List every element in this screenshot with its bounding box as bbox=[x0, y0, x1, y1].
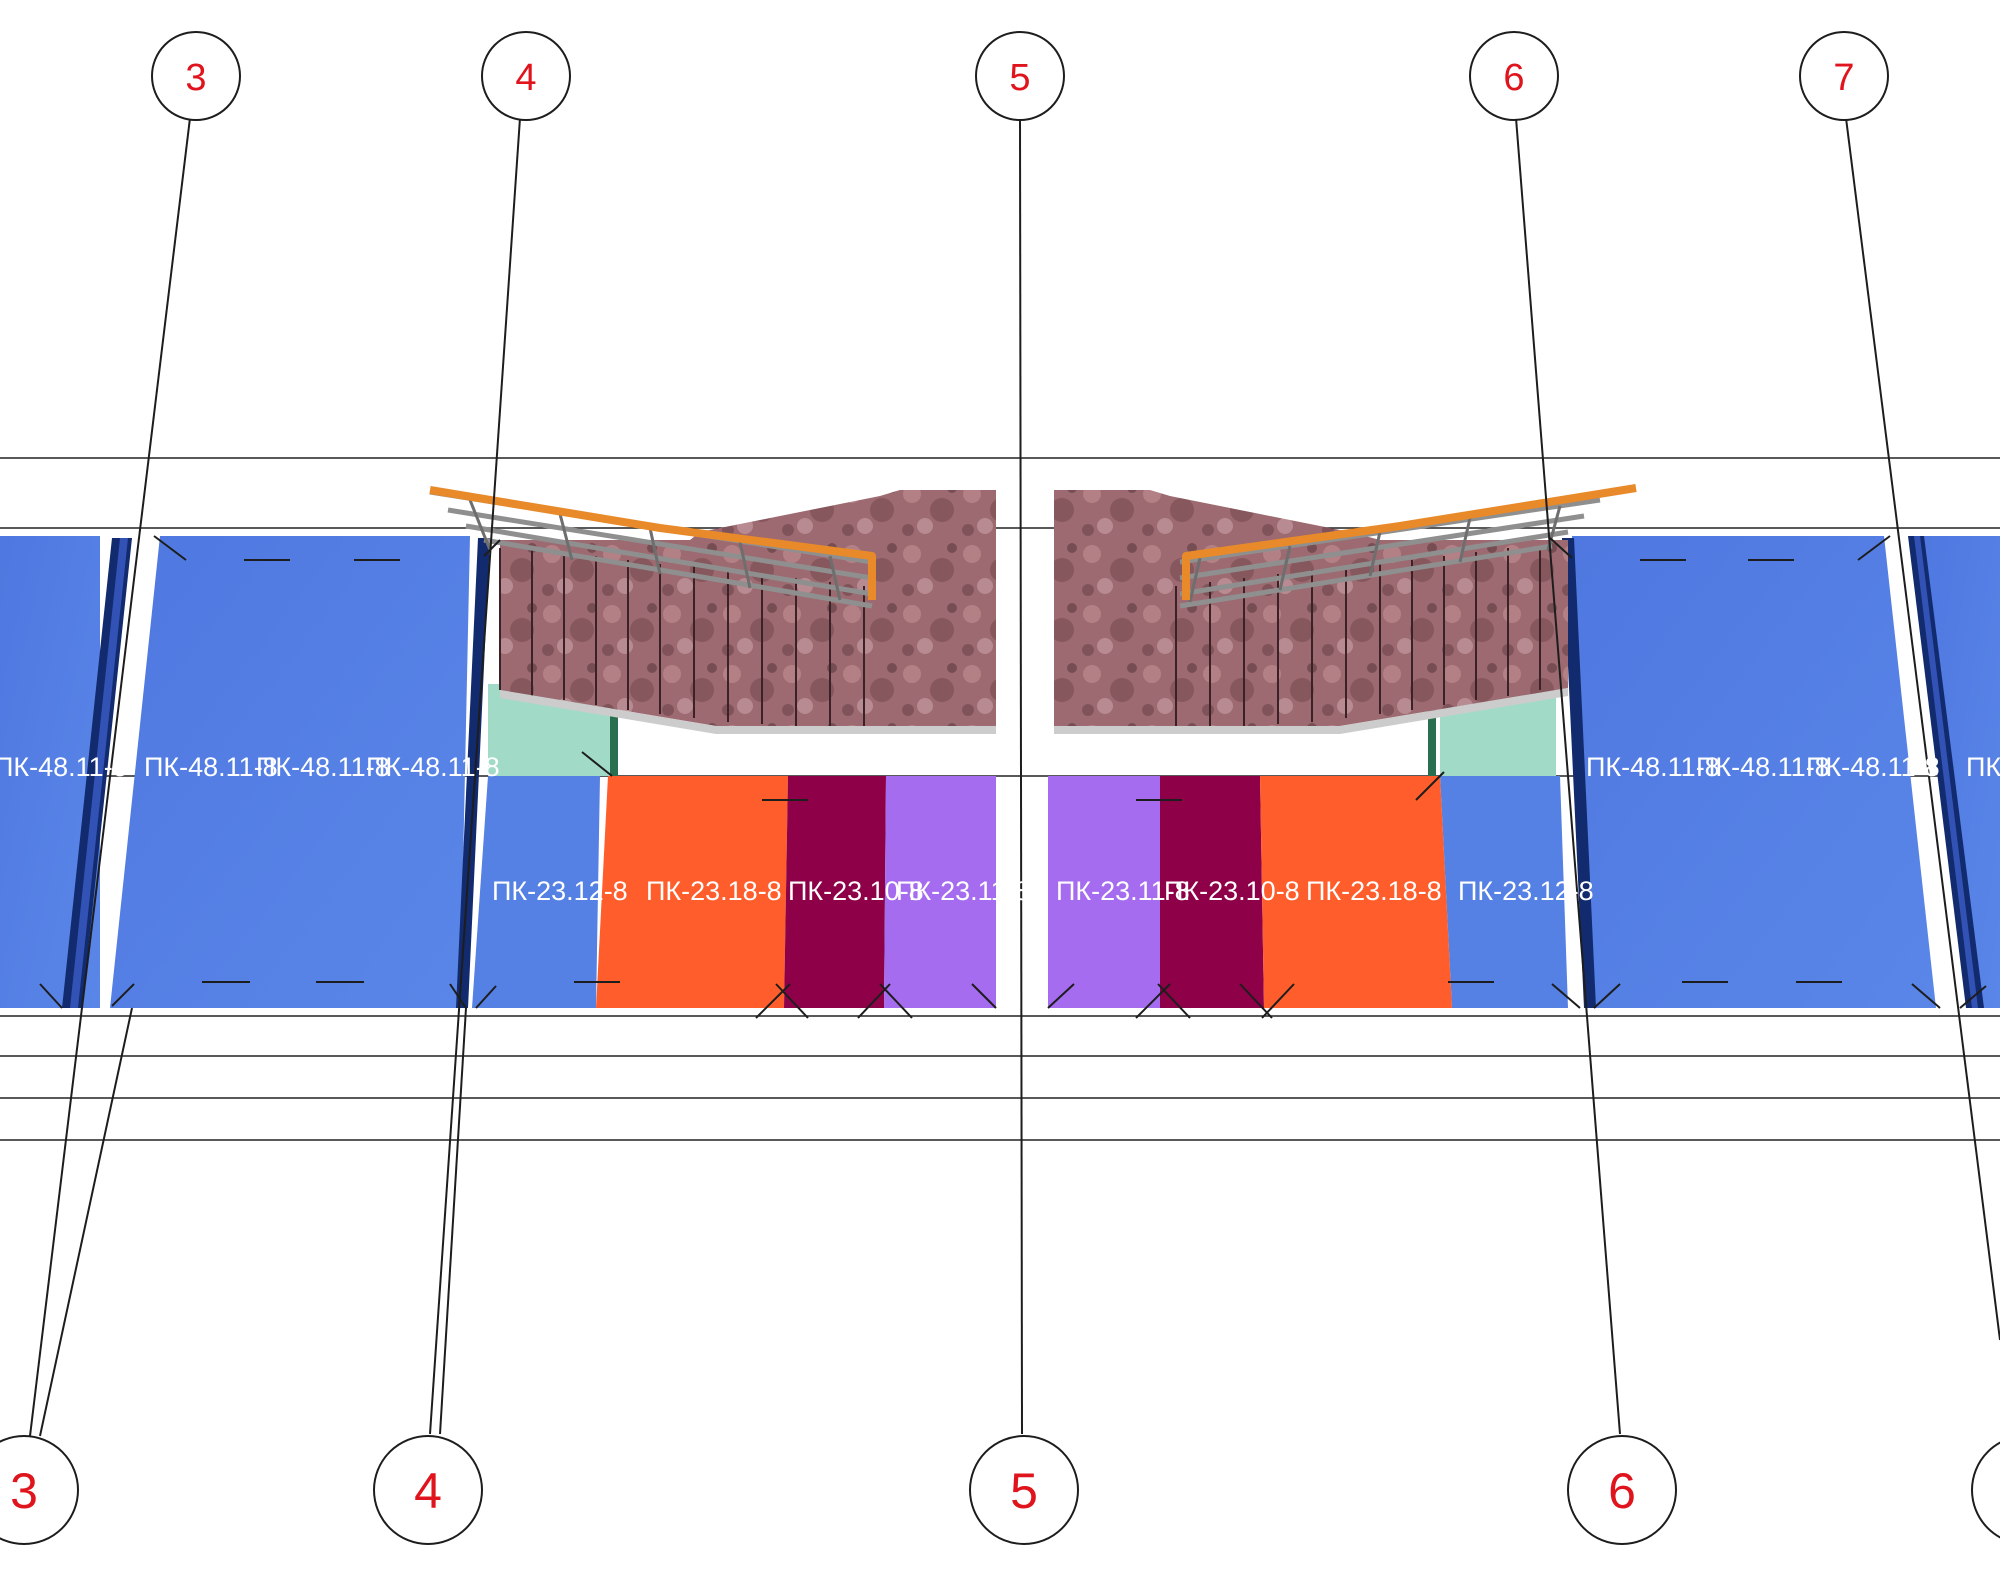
label-left-partial: ПК-48.11-8 bbox=[0, 752, 128, 782]
label-left-stair-1: ПК-23.12-8 bbox=[492, 876, 628, 906]
slab-right-partial bbox=[1922, 536, 2000, 1008]
edge-beams bbox=[62, 536, 1984, 1008]
slabs-stair-right bbox=[1048, 776, 1452, 1008]
slab-orange-right bbox=[1260, 776, 1452, 1008]
axis-bubble-bottom-6: 6 bbox=[1567, 1435, 1677, 1545]
slab-maroon-left bbox=[784, 776, 886, 1008]
axis-bubble-top-3: 3 bbox=[151, 31, 241, 121]
svg-text:5: 5 bbox=[1009, 57, 1030, 99]
svg-text:3: 3 bbox=[10, 1463, 38, 1519]
axis-bubble-bottom-5: 5 bbox=[969, 1435, 1079, 1545]
label-left-bay-2: ПК-48.11-8 bbox=[256, 752, 390, 782]
slab-maroon-right bbox=[1160, 776, 1264, 1008]
svg-text:7: 7 bbox=[1833, 57, 1854, 99]
svg-text:6: 6 bbox=[1503, 57, 1524, 99]
label-right-bay-3: ПК-48.11-8 bbox=[1806, 752, 1940, 782]
slab-stair-left-end bbox=[472, 776, 600, 1008]
label-right-stair-3: ПК-23.18-8 bbox=[1306, 876, 1442, 906]
handrail-left bbox=[429, 486, 876, 609]
label-right-bay-1: ПК-48.11-8 bbox=[1586, 752, 1720, 782]
axis-bubble-bottom-3: 3 bbox=[0, 1435, 79, 1545]
label-left-stair-2: ПК-23.18-8 bbox=[646, 876, 782, 906]
slab-left-bay bbox=[110, 536, 470, 1008]
axis-bubble-top-5: 5 bbox=[975, 31, 1065, 121]
label-right-stair-1: ПК-23.11-8 bbox=[1056, 876, 1190, 906]
axis-bubble-top-7: 7 bbox=[1799, 31, 1889, 121]
label-left-bay-3: ПК-48.11-8 bbox=[366, 752, 500, 782]
slab-labels: ПК-48.11-8 ПК-48.11-8 ПК-48.11-8 ПК-48.1… bbox=[0, 752, 2000, 906]
label-right-partial: ПК-48.11-8 bbox=[1966, 752, 2000, 782]
axis-bubble-top-6: 6 bbox=[1469, 31, 1559, 121]
dash-marks bbox=[39, 535, 1987, 1019]
slab-violet-right bbox=[1048, 776, 1160, 1008]
axis-bubble-bottom-7 bbox=[1971, 1441, 2000, 1539]
label-left-bay-1: ПК-48.11-8 bbox=[144, 752, 278, 782]
slabs-stair-left bbox=[596, 776, 996, 1008]
svg-text:3: 3 bbox=[185, 57, 206, 99]
slab-orange-left bbox=[596, 776, 788, 1008]
slab-violet-left bbox=[884, 776, 996, 1008]
slab-right-bay bbox=[1572, 536, 1936, 1008]
axis-bubbles-bottom: 3 4 5 6 bbox=[0, 1435, 2000, 1545]
label-right-stair-2: ПК-23.10-8 bbox=[1164, 876, 1300, 906]
label-left-stair-3: ПК-23.10-8 bbox=[788, 876, 924, 906]
svg-text:5: 5 bbox=[1010, 1463, 1038, 1519]
axis-bubbles-top: 3 4 5 6 7 bbox=[151, 31, 1889, 121]
stair-left bbox=[499, 490, 996, 734]
axis-lines bbox=[29, 117, 2000, 1437]
label-right-bay-2: ПК-48.11-8 bbox=[1696, 752, 1830, 782]
axis-bubble-top-4: 4 bbox=[481, 31, 571, 121]
label-right-stair-4: ПК-23.12-8 bbox=[1458, 876, 1594, 906]
svg-text:6: 6 bbox=[1608, 1463, 1636, 1519]
axis-bubble-bottom-4: 4 bbox=[373, 1435, 483, 1545]
stair-right bbox=[1054, 490, 1568, 734]
handrail-right bbox=[1179, 484, 1637, 609]
label-left-stair-4: ПК-23.11-8 bbox=[896, 876, 1030, 906]
svg-text:4: 4 bbox=[515, 57, 536, 99]
svg-text:4: 4 bbox=[414, 1463, 442, 1519]
slab-stair-right-end bbox=[1440, 776, 1568, 1008]
slabs-blue bbox=[0, 536, 2000, 1008]
